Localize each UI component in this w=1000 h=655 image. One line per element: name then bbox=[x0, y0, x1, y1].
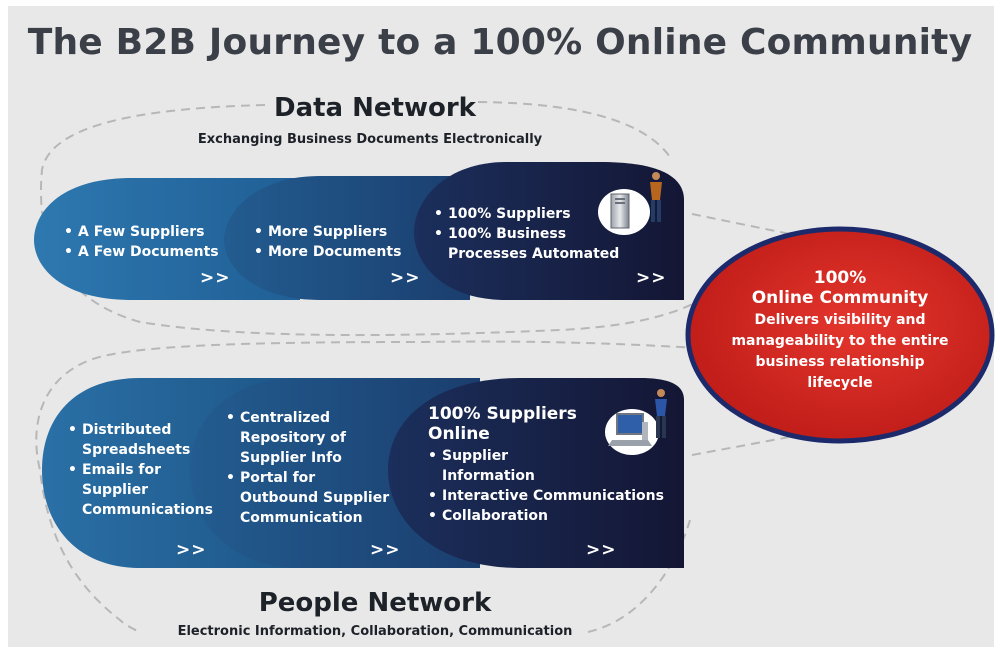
data-network-heading: Data Network bbox=[274, 93, 476, 123]
list-item: A Few Suppliers bbox=[64, 222, 234, 242]
list-item: More Suppliers bbox=[254, 222, 424, 242]
data-network-subheading: Exchanging Business Documents Electronic… bbox=[197, 132, 543, 147]
people-stage-3-text: 100% Suppliers Online Supplier Informati… bbox=[428, 404, 678, 526]
arrow-indicator: >> bbox=[636, 268, 667, 288]
list-item: Centralized Repository of Supplier Info bbox=[226, 408, 396, 468]
list-item: 100% Business Processes Automated bbox=[434, 224, 624, 264]
list-item: Portal for Outbound Supplier Communicati… bbox=[226, 468, 396, 528]
list-item: Distributed Spreadsheets bbox=[68, 420, 213, 460]
list-item: A Few Documents bbox=[64, 242, 234, 262]
people-stage-2-text: Centralized Repository of Supplier Info … bbox=[226, 408, 396, 528]
online-community-title-line2: Online Community bbox=[751, 288, 929, 308]
computer-with-person-icon bbox=[605, 389, 667, 455]
data-stage-3-text: 100% Suppliers 100% Business Processes A… bbox=[434, 204, 624, 264]
data-stage-1-text: A Few Suppliers A Few Documents bbox=[64, 222, 234, 262]
people-stage-1-text: Distributed Spreadsheets Emails for Supp… bbox=[68, 420, 213, 520]
data-network-dashed-top bbox=[477, 101, 791, 235]
online-community-ellipse bbox=[685, 226, 995, 444]
data-stage-2-text: More Suppliers More Documents bbox=[254, 222, 424, 262]
online-community-title-line1: 100% bbox=[813, 268, 867, 288]
list-item: Interactive Communications bbox=[428, 486, 678, 506]
arrow-indicator: >> bbox=[176, 540, 207, 560]
people-network-heading: People Network bbox=[258, 588, 492, 618]
arrow-indicator: >> bbox=[200, 268, 231, 288]
list-item: Supplier Information bbox=[428, 446, 572, 486]
people-network-subheading: Electronic Information, Collaboration, C… bbox=[177, 624, 573, 639]
list-item: Emails for Supplier Communications bbox=[68, 460, 213, 520]
list-item: More Documents bbox=[254, 242, 424, 262]
list-item: Collaboration bbox=[428, 506, 678, 526]
online-community-text: 100% Online Community Delivers visibilit… bbox=[700, 268, 980, 394]
arrow-indicator: >> bbox=[586, 540, 617, 560]
people-stage-3-title: 100% Suppliers Online bbox=[428, 404, 577, 444]
people-network-dashed-outline bbox=[35, 340, 701, 633]
page-title: The B2B Journey to a 100% Online Communi… bbox=[27, 22, 973, 63]
data-network-dashed-outline bbox=[40, 104, 731, 337]
online-community-description: Delivers visibility and manageability to… bbox=[731, 312, 949, 391]
list-item: 100% Suppliers bbox=[434, 204, 624, 224]
arrow-indicator: >> bbox=[370, 540, 401, 560]
arrow-indicator: >> bbox=[390, 268, 421, 288]
